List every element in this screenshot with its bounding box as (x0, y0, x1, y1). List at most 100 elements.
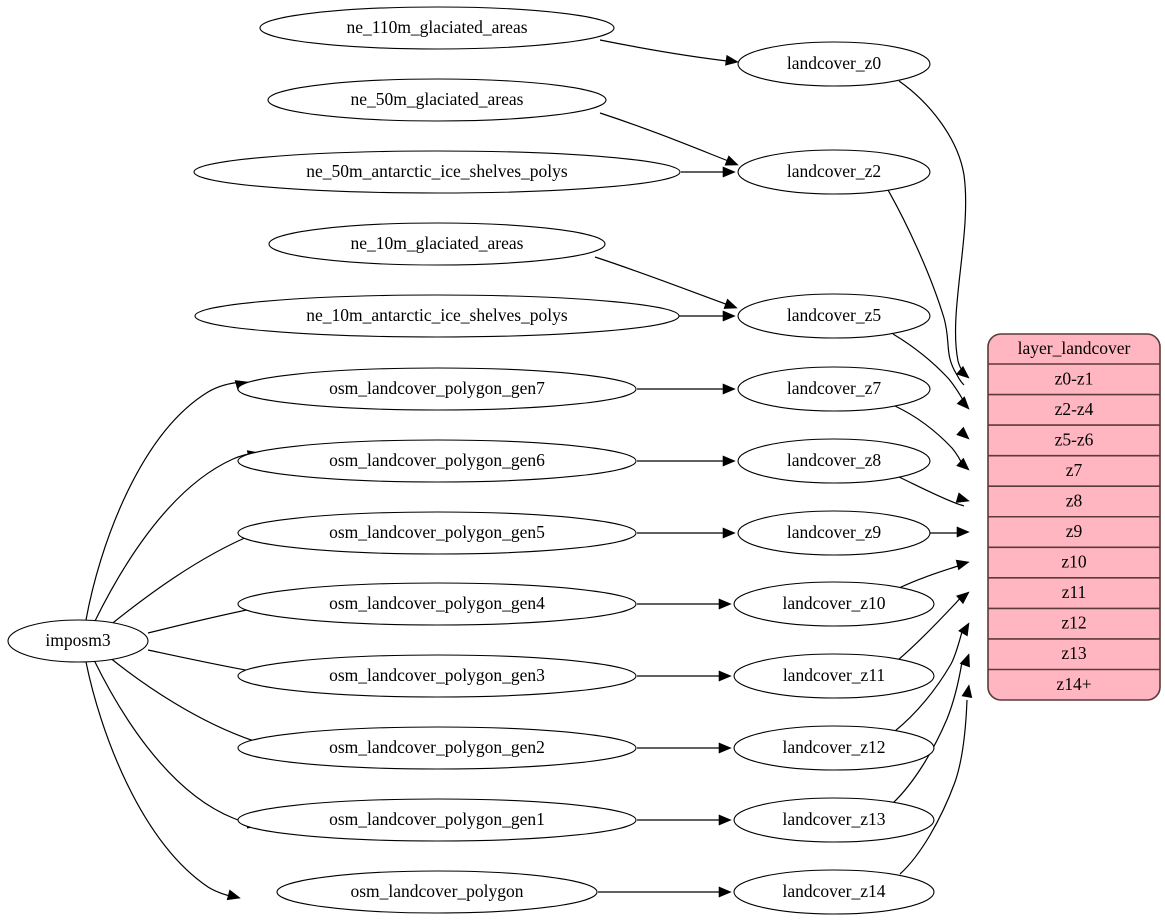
table-row-z12[interactable]: z12 (1061, 613, 1086, 633)
node-landcover_z7[interactable]: landcover_z7 (737, 366, 931, 412)
table-row-z7[interactable]: z7 (1066, 460, 1083, 480)
node-shape-ellipse[interactable] (276, 870, 598, 914)
node-label: landcover_z13 (782, 809, 885, 829)
node-landcover_z13[interactable]: landcover_z13 (733, 797, 935, 843)
edge-landcover_z10-to-row_z10 (898, 559, 970, 589)
edge-osm_landcover_polygon_gen1-to-landcover_z13 (637, 814, 732, 826)
node-osm_landcover_polygon_gen1[interactable]: osm_landcover_polygon_gen1 (237, 798, 637, 842)
node-imposm3[interactable]: imposm3 (7, 619, 149, 663)
edge-line (85, 661, 235, 898)
node-shape-ellipse[interactable] (259, 6, 615, 50)
node-shape-ellipse[interactable] (737, 149, 931, 195)
edge-ne_50m_glaciated_areas-to-landcover_z2 (599, 112, 739, 166)
node-shape-ellipse[interactable] (733, 725, 935, 771)
node-shape-ellipse[interactable] (237, 798, 637, 842)
edge-osm_landcover_polygon_gen7-to-landcover_z7 (637, 383, 736, 395)
node-shape-ellipse[interactable] (733, 653, 935, 699)
node-osm_landcover_polygon_gen3[interactable]: osm_landcover_polygon_gen3 (237, 654, 637, 698)
node-osm_landcover_polygon_gen7[interactable]: osm_landcover_polygon_gen7 (237, 367, 637, 411)
table-row-label: z11 (1062, 582, 1087, 602)
node-shape-ellipse[interactable] (237, 511, 637, 555)
node-ne_50m_antarctic_ice_shelves_polys[interactable]: ne_50m_antarctic_ice_shelves_polys (193, 150, 681, 194)
node-label: landcover_z2 (787, 161, 881, 181)
table-row-z13[interactable]: z13 (1061, 643, 1087, 663)
node-shape-ellipse[interactable] (237, 367, 637, 411)
node-label: landcover_z12 (782, 737, 885, 757)
node-shape-ellipse[interactable] (733, 797, 935, 843)
node-landcover_z12[interactable]: landcover_z12 (733, 725, 935, 771)
node-label: osm_landcover_polygon_gen5 (329, 522, 545, 542)
node-ne_110m_glaciated_areas[interactable]: ne_110m_glaciated_areas (259, 6, 615, 50)
node-shape-ellipse[interactable] (737, 293, 931, 339)
table-row-z2-z4[interactable]: z2-z4 (1055, 399, 1094, 419)
node-shape-ellipse[interactable] (737, 41, 931, 87)
node-ne_10m_glaciated_areas[interactable]: ne_10m_glaciated_areas (268, 222, 606, 266)
node-landcover_z11[interactable]: landcover_z11 (733, 653, 935, 699)
arrowhead-icon (718, 814, 732, 826)
edge-ne_10m_glaciated_areas-to-landcover_z5 (594, 256, 738, 309)
table-row-z14+[interactable]: z14+ (1056, 674, 1091, 694)
edge-line (93, 659, 255, 826)
table-row-z0-z1[interactable]: z0-z1 (1055, 368, 1094, 388)
node-shape-ellipse[interactable] (737, 366, 931, 412)
arrowhead-icon (722, 455, 736, 467)
arrowhead-icon (718, 742, 732, 754)
node-landcover_z8[interactable]: landcover_z8 (737, 438, 931, 484)
node-ne_50m_glaciated_areas[interactable]: ne_50m_glaciated_areas (267, 78, 607, 122)
edge-line (93, 452, 255, 624)
edge-line (898, 476, 965, 507)
node-landcover_z2[interactable]: landcover_z2 (737, 149, 931, 195)
arrowhead-icon (722, 166, 736, 178)
layer-landcover-table: layer_landcoverz0-z1z2-z4z5-z6z7z8z9z10z… (987, 333, 1161, 701)
node-label: ne_110m_glaciated_areas (346, 17, 527, 37)
edge-line (887, 189, 965, 386)
edge-landcover_z11-to-row_z11 (897, 591, 970, 661)
node-shape-ellipse[interactable] (194, 294, 680, 338)
table-row-label: z2-z4 (1055, 399, 1094, 419)
node-label: landcover_z10 (782, 593, 885, 613)
node-shape-ellipse[interactable] (193, 150, 681, 194)
node-shape-ellipse[interactable] (237, 439, 637, 483)
node-ne_10m_antarctic_ice_shelves_polys[interactable]: ne_10m_antarctic_ice_shelves_polys (194, 294, 680, 338)
node-landcover_z9[interactable]: landcover_z9 (737, 510, 931, 556)
node-shape-ellipse[interactable] (7, 619, 149, 663)
arrowhead-icon (956, 396, 970, 410)
arrowhead-icon (723, 298, 738, 309)
edge-osm_landcover_polygon_gen6-to-landcover_z8 (637, 455, 736, 467)
node-shape-ellipse[interactable] (237, 582, 637, 626)
table-row-label: z0-z1 (1055, 368, 1094, 388)
table-row-z8[interactable]: z8 (1066, 490, 1083, 510)
node-landcover_z14[interactable]: landcover_z14 (733, 869, 935, 915)
edge-line (892, 333, 964, 401)
table-row-z10[interactable]: z10 (1061, 552, 1087, 572)
node-osm_landcover_polygon_gen4[interactable]: osm_landcover_polygon_gen4 (237, 582, 637, 626)
node-landcover_z10[interactable]: landcover_z10 (733, 581, 935, 627)
edge-osm_landcover_polygon_gen3-to-landcover_z11 (637, 670, 732, 682)
node-osm_landcover_polygon_gen2[interactable]: osm_landcover_polygon_gen2 (237, 726, 637, 770)
node-shape-ellipse[interactable] (733, 581, 935, 627)
arrowhead-icon (718, 670, 732, 682)
table-row-z9[interactable]: z9 (1066, 521, 1083, 541)
node-shape-ellipse[interactable] (733, 869, 935, 915)
node-label: ne_10m_antarctic_ice_shelves_polys (306, 305, 568, 325)
node-landcover_z0[interactable]: landcover_z0 (737, 41, 931, 87)
node-shape-ellipse[interactable] (237, 654, 637, 698)
edge-line (899, 699, 968, 875)
arrowhead-icon (958, 622, 970, 637)
table-row-z11[interactable]: z11 (1062, 582, 1087, 602)
edge-imposm3-to-osm_landcover_polygon (85, 661, 241, 901)
node-landcover_z5[interactable]: landcover_z5 (737, 293, 931, 339)
arrowhead-icon (956, 426, 970, 440)
node-osm_landcover_polygon_gen5[interactable]: osm_landcover_polygon_gen5 (237, 511, 637, 555)
nodes-layer: imposm3 ne_110m_glaciated_areas ne_50m_gla… (7, 6, 935, 915)
table-row-label: z8 (1066, 490, 1083, 510)
node-shape-ellipse[interactable] (268, 222, 606, 266)
node-shape-ellipse[interactable] (237, 726, 637, 770)
node-shape-ellipse[interactable] (737, 510, 931, 556)
node-shape-ellipse[interactable] (737, 438, 931, 484)
table-row-z5-z6[interactable]: z5-z6 (1055, 429, 1094, 449)
node-shape-ellipse[interactable] (267, 78, 607, 122)
node-osm_landcover_polygon_gen6[interactable]: osm_landcover_polygon_gen6 (237, 439, 637, 483)
node-osm_landcover_polygon[interactable]: osm_landcover_polygon (276, 870, 598, 914)
